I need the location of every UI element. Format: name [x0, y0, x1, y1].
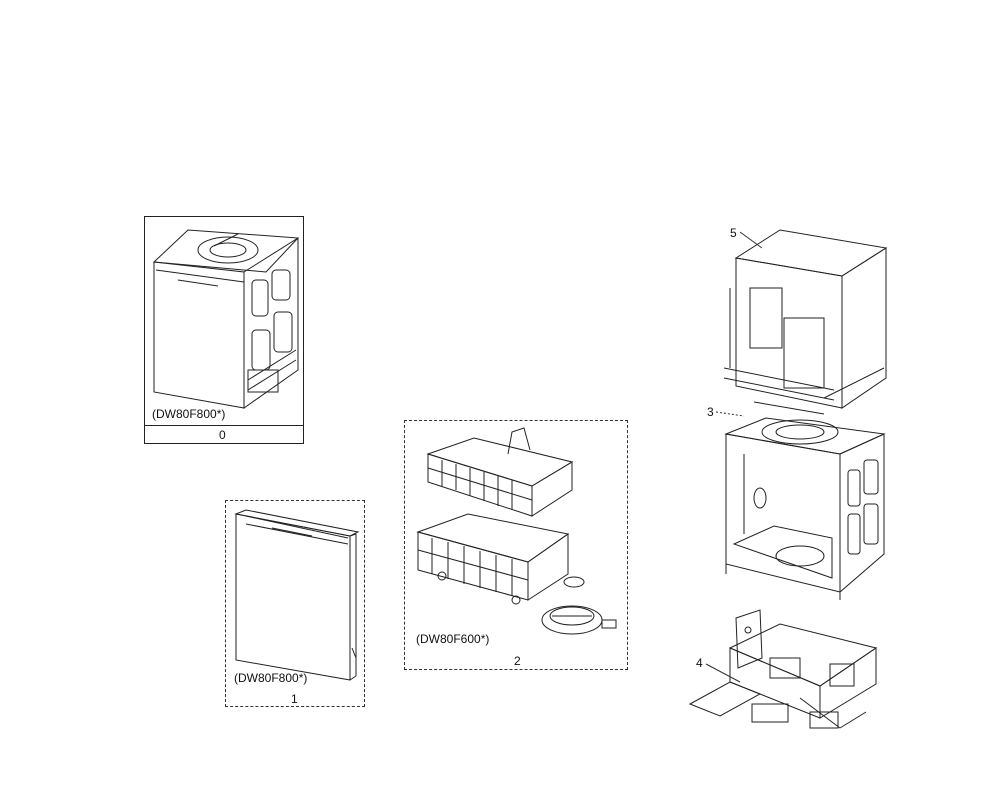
door-assembly-drawing: [232, 508, 358, 680]
callout-4: 4: [696, 656, 703, 670]
assembly-2-ref-number: 2: [514, 654, 521, 668]
tub-assembly-drawing: [714, 414, 890, 604]
assembly-0-ref-divider: [145, 425, 303, 426]
assembly-2-model: (DW80F600*): [416, 632, 490, 646]
callout-5-leader: [740, 230, 764, 250]
rack-assembly-drawing: [412, 424, 624, 642]
tub-cover-drawing: [724, 218, 890, 418]
assembly-1-frame: [225, 500, 365, 707]
callout-3-leader: [716, 410, 746, 418]
assembly-2-frame: [404, 420, 628, 670]
base-assembly-drawing: [690, 608, 880, 740]
assembly-0-model: (DW80F800*): [152, 407, 226, 421]
callout-5: 5: [730, 226, 737, 240]
callout-3: 3: [707, 405, 714, 419]
assembly-1-model: (DW80F800*): [234, 671, 308, 685]
assembly-0-frame: [144, 216, 304, 444]
assembly-1-ref-number: 1: [291, 692, 298, 706]
assembly-0-ref-number: 0: [219, 428, 226, 442]
dishwasher-complete-drawing: [148, 220, 300, 410]
callout-4-leader: [706, 662, 742, 684]
